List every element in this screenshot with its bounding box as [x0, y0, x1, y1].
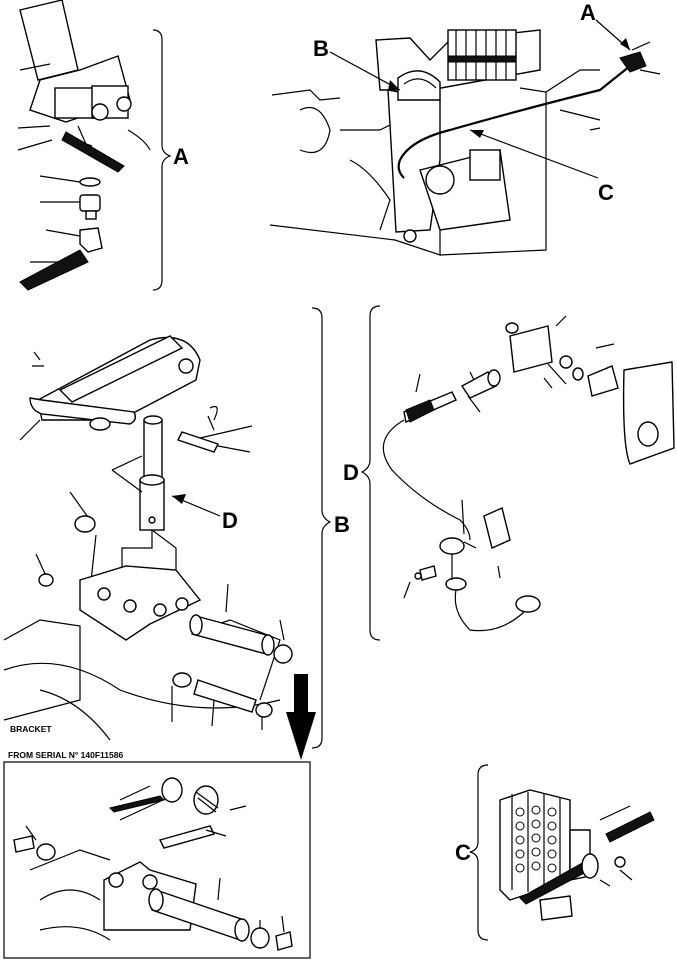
detail-c-assembly [499, 789, 655, 921]
callout-b-side: B [334, 512, 350, 537]
brace-d [360, 305, 381, 641]
callout-b-top: B [313, 36, 329, 61]
brace-c [469, 764, 489, 941]
serial-variant-assembly [13, 777, 293, 951]
detail-a-assembly [17, 0, 151, 291]
callout-a-side: A [173, 144, 189, 169]
down-arrow [286, 674, 316, 760]
brace-a [152, 29, 172, 291]
callout-d-side: D [343, 460, 359, 485]
support-assembly [3, 335, 293, 741]
callout-c-side: C [455, 840, 471, 865]
machine-frame-view [269, 29, 661, 256]
detail-d-assembly [382, 315, 675, 632]
brace-b [311, 307, 332, 749]
bracket-label: BRACKET [10, 724, 52, 734]
serial-variant-frame [3, 761, 311, 959]
from-serial-label: FROM SERIAL N° 140F11586 [8, 750, 124, 760]
callout-a-top: A [580, 0, 596, 25]
callout-c-top: C [598, 180, 614, 205]
callout-d-arrow: D [222, 508, 238, 533]
